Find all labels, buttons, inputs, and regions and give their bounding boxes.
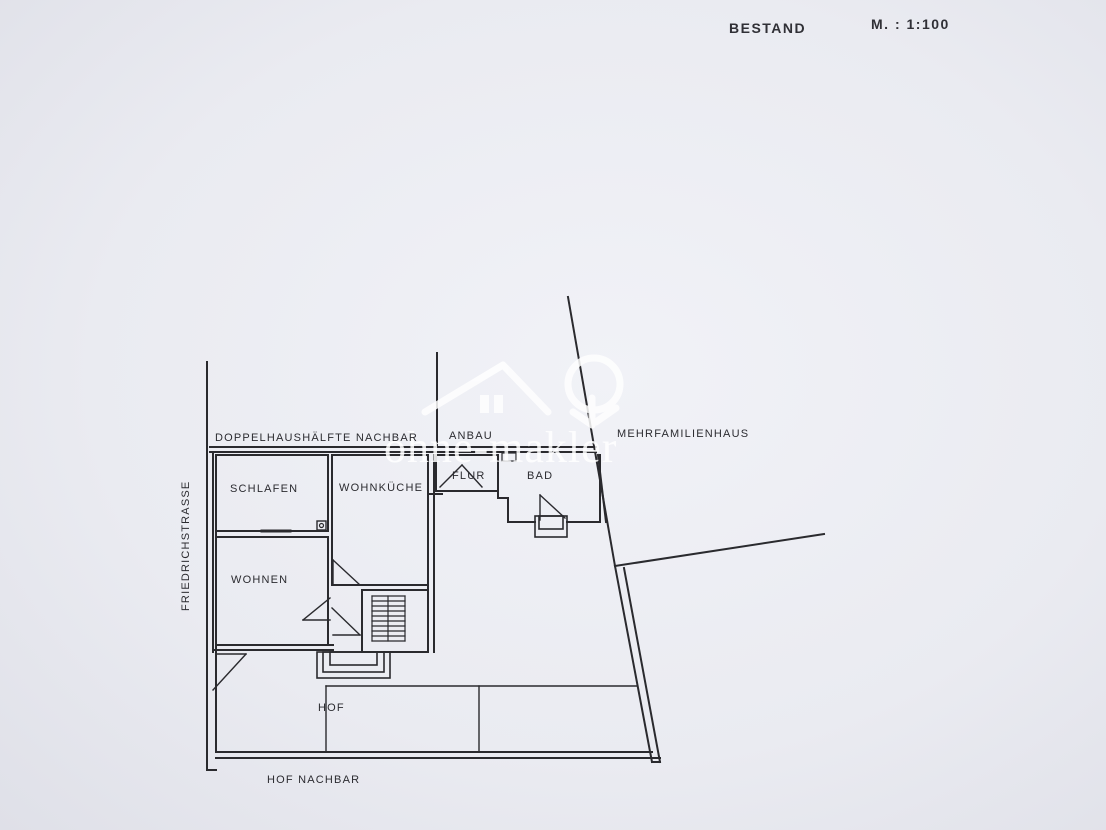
label-bedroom: SCHLAFEN	[230, 483, 299, 495]
label-kitchen-living: WOHNKÜCHE	[339, 482, 424, 494]
label-living: WOHNEN	[231, 574, 289, 586]
plan-title: BESTAND	[729, 20, 807, 36]
watermark-text: ohne-makler	[384, 423, 618, 472]
label-annex: ANBAU	[449, 430, 493, 442]
label-hall: FLUR	[452, 470, 486, 482]
room-kitchen-living	[331, 454, 429, 586]
label-street: FRIEDRICHSTRASSE	[180, 480, 192, 611]
room-living	[215, 536, 329, 646]
east-boundary-diagonal	[566, 295, 617, 568]
neighbor-building-line	[613, 532, 826, 568]
label-bath: BAD	[527, 470, 554, 482]
room-bath	[497, 454, 536, 523]
plan-scale: M. : 1:100	[871, 16, 950, 32]
label-neighbor-semi: DOPPELHAUSHÄLFTE NACHBAR	[215, 432, 419, 444]
label-courtyard: HOF	[318, 702, 345, 714]
label-neighbor-courtyard: HOF NACHBAR	[267, 774, 361, 786]
house-tree-logo	[421, 354, 624, 429]
staircase	[361, 589, 429, 653]
label-apartment-building: MEHRFAMILIENHAUS	[617, 428, 750, 440]
